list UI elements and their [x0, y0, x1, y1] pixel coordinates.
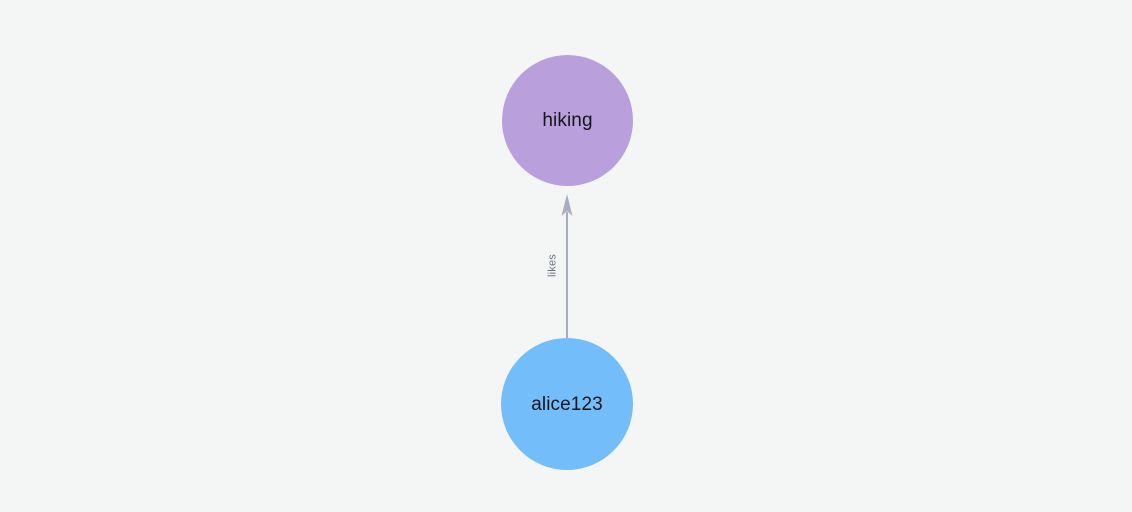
graph-node-alice123[interactable]: alice123 — [501, 338, 633, 470]
edge-label-likes: likes — [546, 254, 559, 278]
graph-node-hiking-label: hiking — [542, 110, 593, 131]
arrowhead-up-icon — [561, 194, 573, 216]
graph-node-alice123-label: alice123 — [531, 393, 603, 415]
graph-node-hiking[interactable]: hiking — [502, 55, 633, 186]
